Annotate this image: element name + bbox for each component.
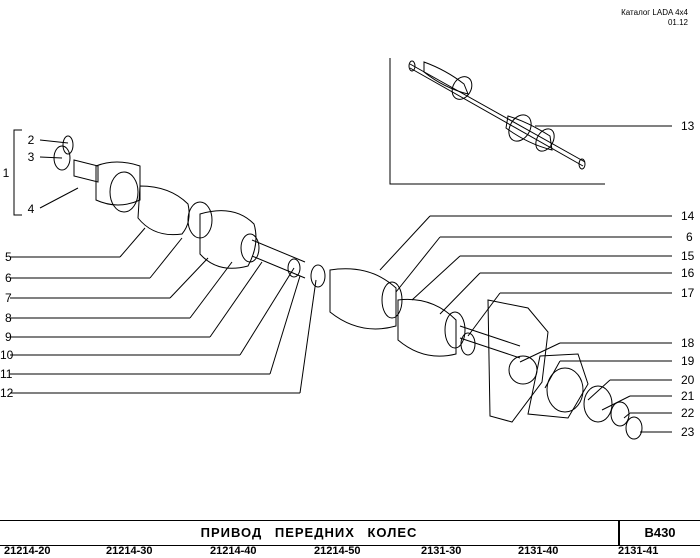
exploded-parts-drawing: 2 3 1 4 5 6 7 8 9 10 11 12 13 14 6 15 16… <box>0 58 695 440</box>
callout-6: 6 <box>5 271 12 285</box>
callout-10: 10 <box>0 348 14 362</box>
model-code: 2131-41 <box>618 545 659 557</box>
catalog-name: Каталог LADA 4x4 <box>621 8 688 17</box>
callout-1: 1 <box>3 166 10 180</box>
callout-bracket <box>13 129 22 216</box>
inset-frame <box>389 58 605 185</box>
model-code: 2131-40 <box>518 545 559 557</box>
callout-15: 15 <box>681 249 695 263</box>
callout-20: 20 <box>681 373 695 387</box>
callout-8: 8 <box>5 311 12 325</box>
callout-19: 19 <box>681 354 695 368</box>
catalog-header: Каталог LADA 4x4 01.12 <box>621 8 688 28</box>
callout-14: 14 <box>681 209 695 223</box>
callout-6b: 6 <box>686 230 693 244</box>
callout-18: 18 <box>681 336 695 350</box>
callout-22: 22 <box>681 406 695 420</box>
page-title: ПРИВОД ПЕРЕДНИХ КОЛЕС <box>200 525 418 540</box>
callout-3: 3 <box>28 150 35 164</box>
callout-9: 9 <box>5 330 12 344</box>
callout-11: 11 <box>0 367 13 381</box>
callout-5: 5 <box>5 250 12 264</box>
model-code: 21214-40 <box>210 545 257 557</box>
section-code: B430 <box>644 525 676 540</box>
callout-4: 4 <box>28 202 35 216</box>
callout-16: 16 <box>681 266 695 280</box>
callout-12: 12 <box>0 386 14 400</box>
model-code: 21214-30 <box>106 545 153 557</box>
title-bar: ПРИВОД ПЕРЕДНИХ КОЛЕС B430 <box>0 520 700 546</box>
callout-23: 23 <box>681 425 695 439</box>
model-list: 21214-20 21214-30 21214-40 21214-50 2131… <box>0 545 700 558</box>
model-code: 2131-30 <box>421 545 462 557</box>
callout-21: 21 <box>681 389 695 403</box>
callout-2: 2 <box>28 133 35 147</box>
title-divider <box>618 521 620 545</box>
catalog-date: 01.12 <box>667 18 688 27</box>
drive-shaft-drawing <box>53 135 643 440</box>
callout-13: 13 <box>681 119 695 133</box>
inset-shaft-drawing <box>408 60 586 170</box>
model-code: 21214-20 <box>4 545 51 557</box>
model-code: 21214-50 <box>314 545 361 557</box>
callout-17: 17 <box>681 286 695 300</box>
callout-7: 7 <box>5 291 12 305</box>
